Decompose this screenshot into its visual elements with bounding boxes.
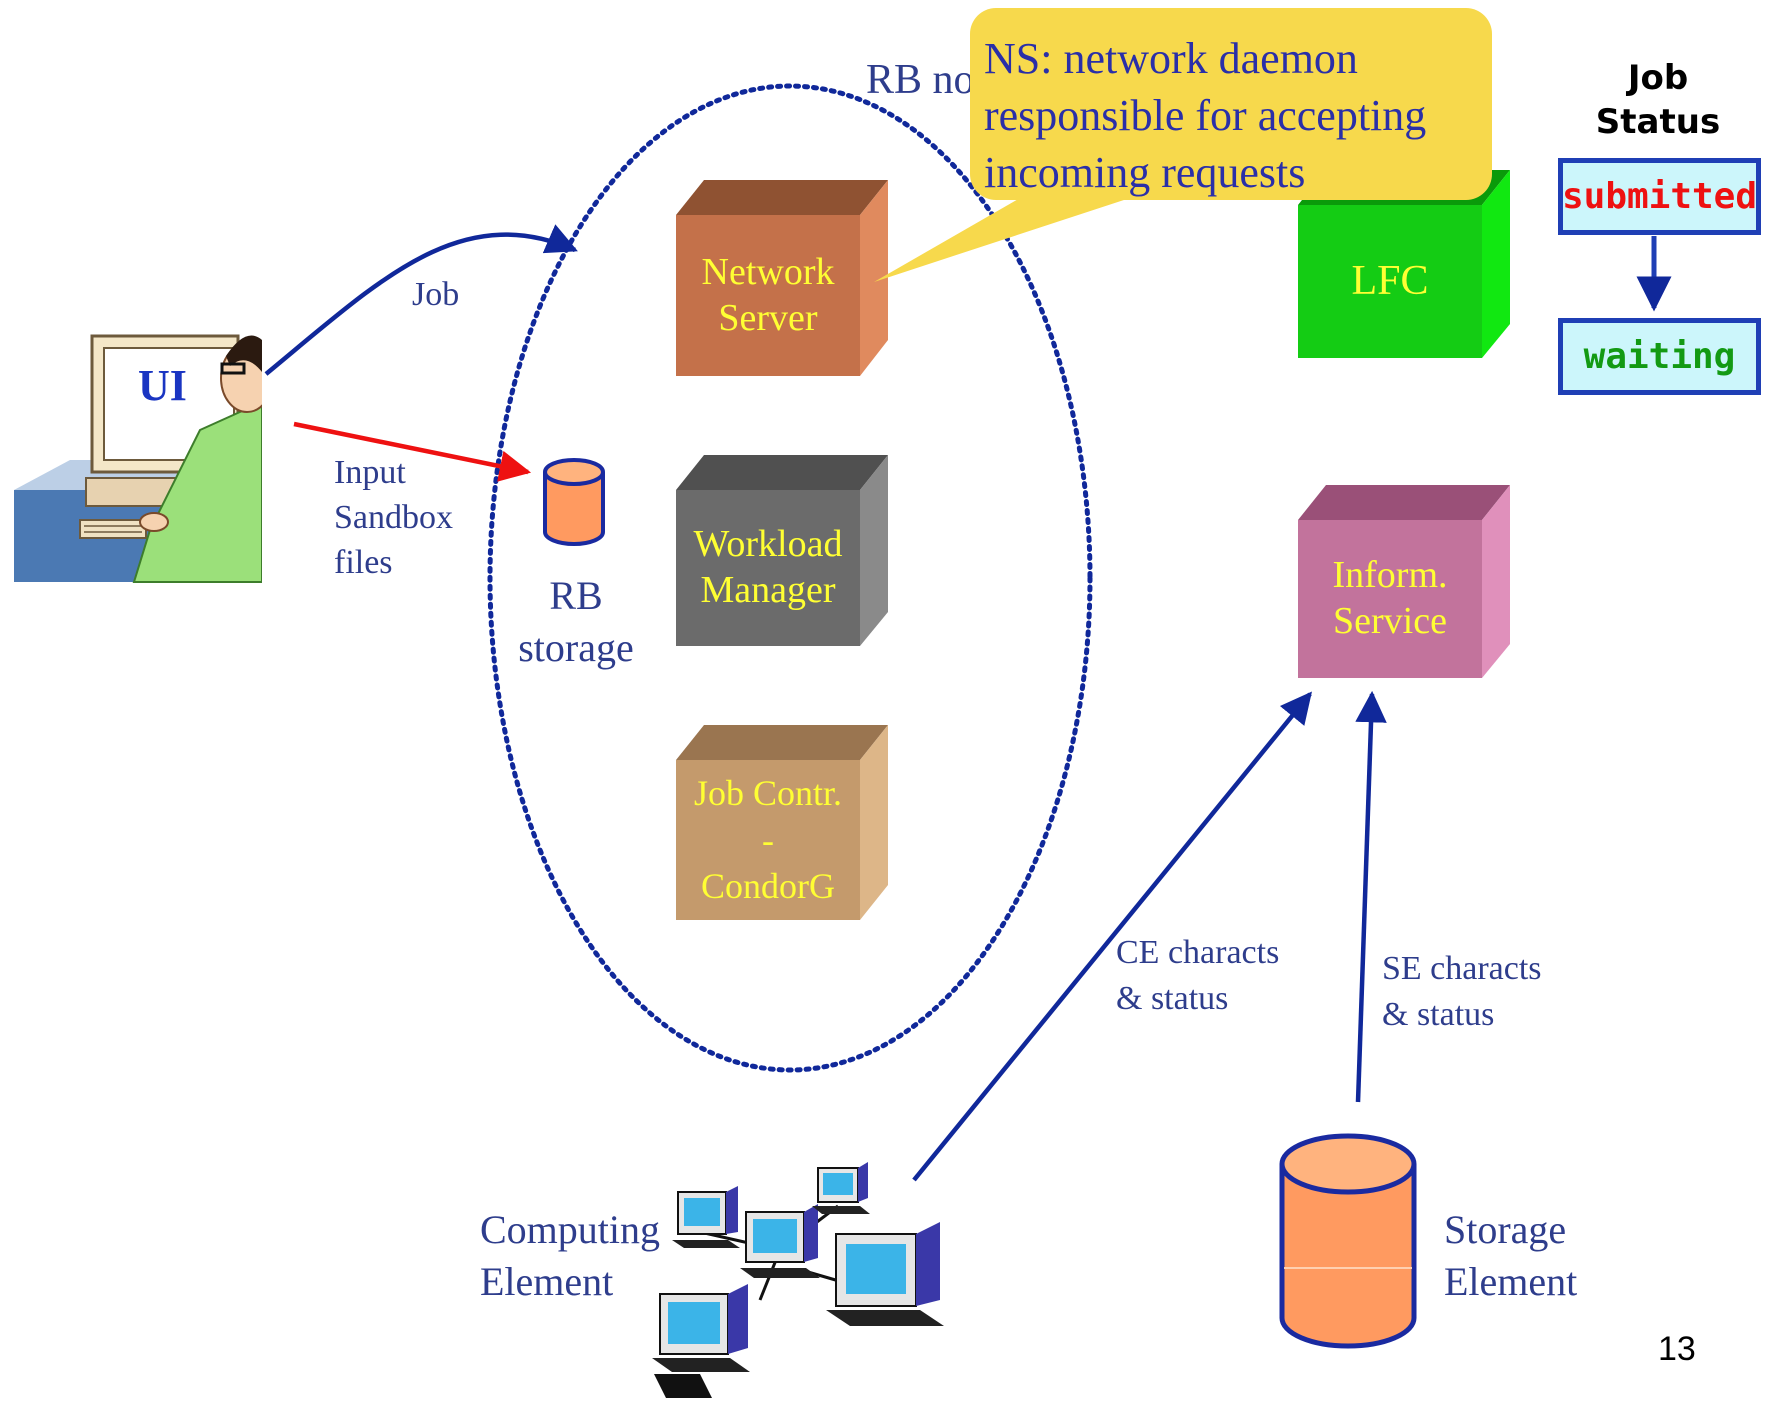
input-sandbox-line-1: Input [334,454,406,491]
job-controller-line-3: CondorG [701,866,835,907]
job-arrow [264,224,578,376]
information-service-line-1: Inform. [1332,554,1448,597]
ce-status-line-2: & status [1116,980,1229,1017]
information-service-line-2: Service [1333,600,1447,642]
job-status-title-line-2: Status [1595,102,1721,142]
input-sandbox-line-3: files [334,544,393,581]
input-sandbox-arrow [293,421,532,482]
job-controller-line-2: - [762,819,774,860]
computing-element-icon [652,1162,944,1398]
rb-storage-cylinder [543,458,605,546]
network-server-line-1: Network [701,250,835,293]
rb-storage-line-1: RB [549,573,603,618]
information-service-box [1298,485,1510,678]
callout-pointer [874,198,1130,282]
workload-manager-label: Workload Manager [676,490,860,646]
ui-label: UI [138,361,187,410]
job-arrow-label: Job [412,276,460,313]
user-computer-icon [14,300,282,600]
job-status-title-line-1: Job [1627,58,1689,98]
computing-element-label: Computing Element [480,1204,660,1308]
job-status-title: Job Status [1578,56,1738,144]
ns-callout: NS: network daemon responsible for accep… [970,8,1492,200]
storage-element-cylinder [1279,1133,1417,1349]
callout-line-1: NS: network daemon [984,34,1358,83]
status-waiting: waiting [1558,318,1761,395]
storage-element-line-1: Storage [1444,1207,1567,1252]
input-sandbox-line-2: Sandbox [334,499,453,536]
rb-storage-label: RB storage [508,570,644,674]
storage-element-line-2: Element [1444,1259,1578,1304]
rb-storage-line-2: storage [518,625,634,670]
se-status-line-1: SE characts [1382,950,1542,987]
ce-status-label: CE characts & status [1116,930,1279,1022]
status-submitted: submitted [1558,158,1761,235]
callout-line-2: responsible for accepting [984,91,1427,140]
job-controller-box [676,725,888,920]
computing-element-line-2: Element [480,1259,614,1304]
network-server-box [676,180,888,376]
storage-element-label: Storage Element [1444,1204,1577,1308]
se-status-line-2: & status [1382,996,1495,1033]
network-server-label: Network Server [676,215,860,376]
network-server-line-2: Server [718,296,818,339]
information-service-label: Inform. Service [1298,520,1482,678]
se-status-arrow [1355,690,1387,1103]
se-status-label: SE characts & status [1382,946,1542,1038]
lfc-label: LFC [1351,258,1429,305]
ce-status-arrow [912,691,1312,1182]
input-sandbox-label: Input Sandbox files [334,450,453,585]
job-controller-label: Job Contr. - CondorG [676,760,860,920]
workload-manager-line-2: Manager [700,569,836,611]
workload-manager-box [676,455,888,646]
rb-node-boundary [487,83,1093,1073]
computing-element-line-1: Computing [480,1207,661,1252]
ce-status-line-1: CE characts [1116,934,1280,971]
callout-line-3: incoming requests [984,148,1306,197]
workload-manager-line-1: Workload [693,523,843,566]
job-controller-line-1: Job Contr. [693,772,843,813]
page-number: 13 [1658,1330,1696,1368]
